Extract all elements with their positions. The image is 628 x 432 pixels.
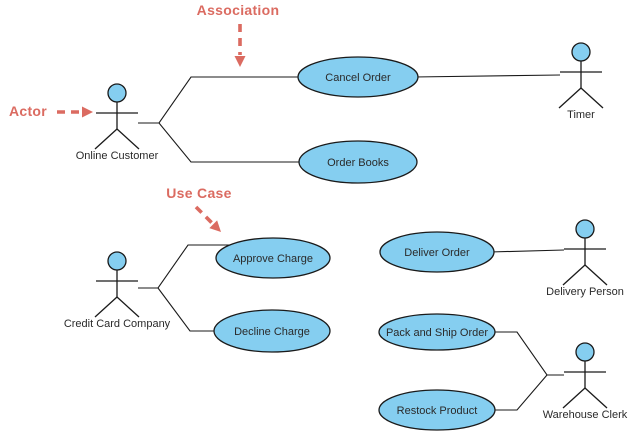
- association-line-online-customer--order-books[interactable]: [158, 122, 305, 163]
- association-line-restock-product--warehouse-clerk[interactable]: [490, 374, 548, 411]
- annotation-actor: Actor: [9, 103, 93, 119]
- actor-timer[interactable]: Timer: [558, 42, 604, 121]
- actor-label: Online Customer: [76, 150, 159, 162]
- use-case-ellipse[interactable]: [378, 389, 496, 431]
- actor-label: Delivery Person: [546, 286, 624, 298]
- actor-head: [575, 219, 595, 239]
- actor-left-leg: [562, 387, 586, 409]
- use-case-restock-product[interactable]: Restock Product: [378, 389, 496, 431]
- annotation-association: Association: [197, 2, 280, 67]
- actor-label: Warehouse Clerk: [543, 409, 628, 421]
- actor-left-leg: [562, 264, 586, 286]
- actor-right-leg: [116, 128, 140, 150]
- actor-head: [575, 342, 595, 362]
- actor-head: [107, 251, 127, 271]
- actor-right-leg: [584, 264, 608, 286]
- use-case-label: Restock Product: [397, 405, 478, 417]
- association-line-cancel-order--timer[interactable]: [413, 74, 561, 78]
- actor-right-leg: [580, 87, 604, 109]
- actor-label: Timer: [567, 109, 595, 121]
- use-case-approve-charge[interactable]: Approve Charge: [215, 237, 331, 279]
- annotation-label: Association: [197, 2, 280, 18]
- use-case-label: Approve Charge: [233, 253, 313, 265]
- actor-left-leg: [94, 296, 118, 318]
- use-case-label: Pack and Ship Order: [386, 327, 488, 339]
- use-case-ellipse[interactable]: [215, 237, 331, 279]
- annotation-arrow-head-icon: [234, 56, 246, 67]
- use-case-pack-and-ship-order[interactable]: Pack and Ship Order: [378, 313, 496, 351]
- annotation-label: Actor: [9, 103, 47, 119]
- actor-right-leg: [584, 387, 608, 409]
- annotation-arrow-head-icon: [209, 220, 221, 232]
- use-case-label: Order Books: [327, 157, 389, 169]
- annotation-arrow-head-icon: [82, 106, 93, 118]
- association-line-online-customer--cancel-order[interactable]: [138, 76, 305, 124]
- use-case-cancel-order[interactable]: Cancel Order: [297, 56, 419, 98]
- association-line-pack-and-ship-order--warehouse-clerk[interactable]: [490, 331, 564, 376]
- annotation-arrow-shaft: [194, 205, 214, 225]
- use-case-ellipse[interactable]: [297, 56, 419, 98]
- actor-left-leg: [94, 128, 118, 150]
- actor-warehouse-clerk[interactable]: Warehouse Clerk: [543, 342, 628, 421]
- annotation-label: Use Case: [166, 185, 231, 201]
- actor-credit-card-company[interactable]: Credit Card Company: [64, 251, 171, 330]
- use-case-decline-charge[interactable]: Decline Charge: [213, 309, 331, 353]
- association-line-credit-card-company--approve-charge[interactable]: [138, 244, 238, 289]
- use-case-ellipse[interactable]: [298, 140, 418, 184]
- actor-left-leg: [558, 87, 582, 109]
- use-case-deliver-order[interactable]: Deliver Order: [379, 231, 495, 273]
- association-line-deliver-order--delivery-person[interactable]: [489, 249, 565, 253]
- use-case-label: Cancel Order: [325, 72, 391, 84]
- annotation-use-case: Use Case: [166, 185, 231, 232]
- use-case-ellipse[interactable]: [378, 313, 496, 351]
- use-case-label: Deliver Order: [404, 247, 470, 259]
- use-case-label: Decline Charge: [234, 326, 310, 338]
- association-line-credit-card-company--decline-charge[interactable]: [157, 287, 220, 332]
- actor-right-leg: [116, 296, 140, 318]
- actor-head: [107, 83, 127, 103]
- use-case-ellipse[interactable]: [379, 231, 495, 273]
- use-case-ellipse[interactable]: [213, 309, 331, 353]
- actor-delivery-person[interactable]: Delivery Person: [546, 219, 624, 298]
- use-case-order-books[interactable]: Order Books: [298, 140, 418, 184]
- actor-online-customer[interactable]: Online Customer: [76, 83, 159, 162]
- actor-label: Credit Card Company: [64, 318, 171, 330]
- actor-head: [571, 42, 591, 62]
